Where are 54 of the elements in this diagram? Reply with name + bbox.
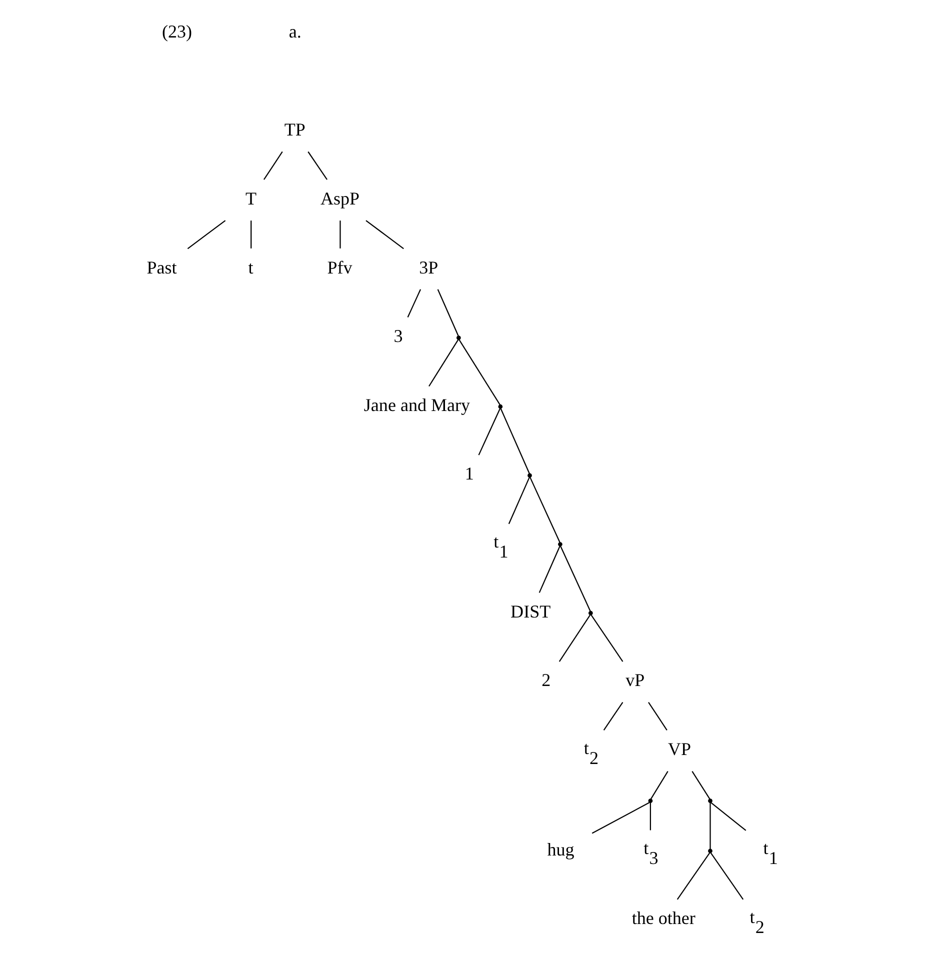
connector [407, 289, 422, 318]
connector [500, 408, 530, 474]
node-point [588, 610, 593, 616]
node-text: Pfv [327, 257, 352, 278]
node-point [558, 542, 562, 546]
connector [603, 702, 624, 730]
connector [710, 852, 744, 900]
connector [710, 802, 711, 850]
connector [592, 802, 650, 834]
node-text: Past [146, 257, 177, 278]
connector [650, 771, 668, 800]
node-text: TP [284, 120, 306, 140]
connector [340, 220, 341, 248]
label: (23) [162, 22, 192, 42]
connector [590, 614, 624, 662]
connector [538, 546, 560, 593]
node-point [498, 404, 503, 409]
node-text: t [248, 257, 254, 278]
connector [366, 220, 404, 250]
connector [650, 802, 652, 830]
node-text: DIST [510, 601, 551, 622]
connector [458, 339, 500, 406]
node-point [648, 798, 653, 804]
connector [692, 771, 710, 800]
node-point [528, 473, 532, 478]
connector [437, 289, 459, 336]
node-text: Jane and Mary [364, 394, 470, 415]
node-text: 2 [542, 670, 551, 690]
node-text: 1 [464, 464, 474, 484]
node-text: 3P [419, 257, 438, 278]
connector [508, 477, 530, 524]
connector [710, 802, 746, 831]
label: a. [288, 22, 302, 42]
node-text: VP [668, 738, 691, 759]
node-point [708, 798, 712, 804]
connector [428, 339, 459, 387]
connector [308, 151, 328, 180]
node-text: 3 [394, 326, 403, 346]
connector [560, 546, 591, 612]
connector [478, 408, 501, 456]
connector [263, 151, 283, 180]
node-text: hug [547, 839, 574, 860]
connector [530, 477, 560, 543]
connector [558, 614, 591, 662]
node-text: AspP [320, 188, 360, 208]
connector [250, 220, 252, 248]
node-text: vP [626, 670, 645, 690]
node-point [456, 336, 461, 340]
connector [648, 702, 668, 730]
node-text: the other [632, 908, 696, 928]
connector [676, 852, 710, 900]
node-point [708, 848, 712, 854]
connector [187, 220, 226, 250]
node-text: T [245, 188, 256, 208]
